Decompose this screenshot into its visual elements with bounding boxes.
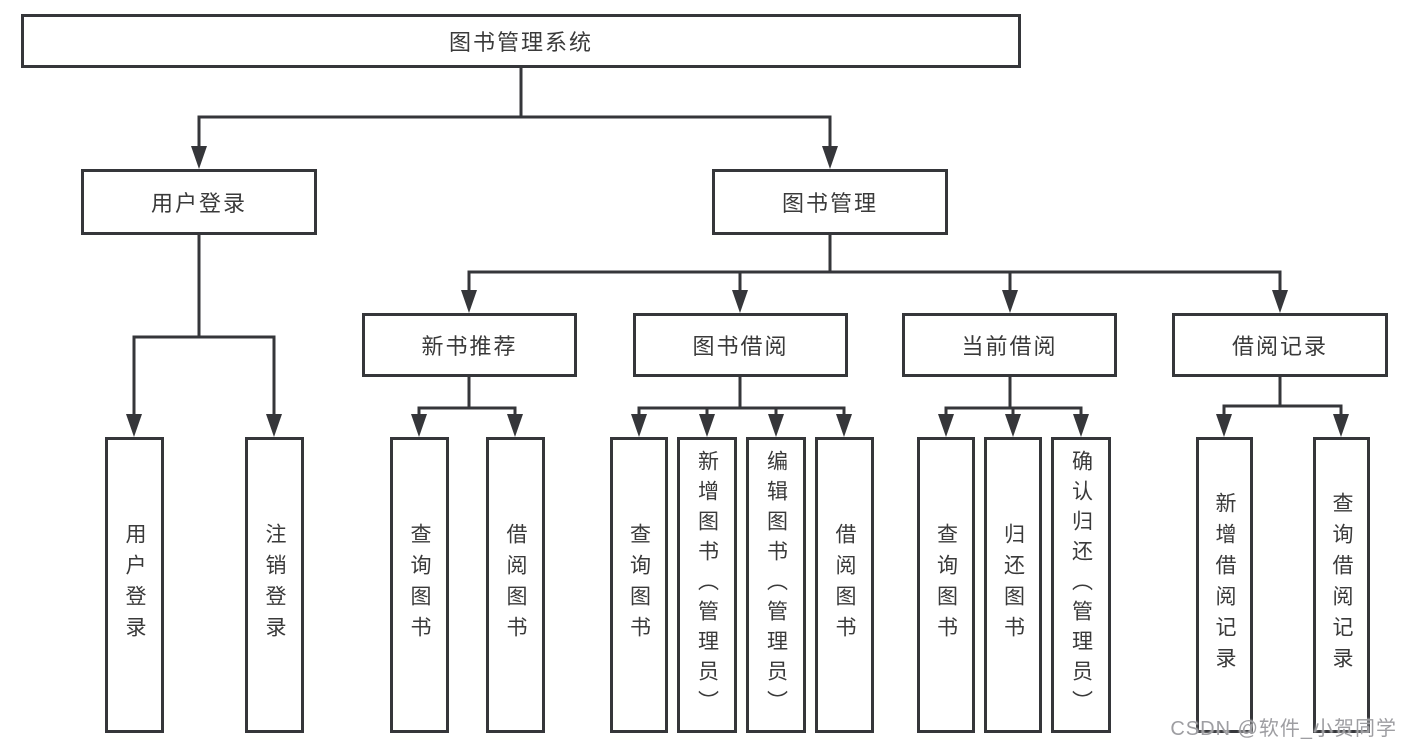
node-book-management-label: 图书管理 [781, 191, 878, 216]
leaf-return-book: 归还图书 [984, 437, 1042, 733]
leaf-user-login: 用户登录 [105, 437, 164, 733]
arrow-icon [836, 414, 852, 437]
node-user-login: 用户登录 [81, 169, 317, 235]
connector-user-login [132, 233, 276, 418]
node-new-book-recommend: 新书推荐 [362, 313, 577, 377]
connector-book-borrow [637, 375, 846, 418]
csdn-watermark: CSDN @软件_小贺同学 [1170, 718, 1397, 740]
arrow-icon [938, 414, 954, 437]
arrow-icon [768, 414, 784, 437]
node-book-borrow: 图书借阅 [633, 313, 848, 377]
node-borrow-records-label: 借阅记录 [1231, 334, 1328, 359]
arrow-icon [631, 414, 647, 437]
leaf-query-borrow-record: 查询借阅记录 [1313, 437, 1370, 733]
leaf-query-book-current-label: 查询图书 [934, 523, 958, 647]
node-library-system: 图书管理系统 [21, 14, 1021, 68]
node-new-book-recommend-label: 新书推荐 [421, 334, 518, 359]
arrowheads [126, 146, 1349, 437]
connector-borrow-records [1222, 375, 1343, 418]
arrow-icon [1333, 414, 1349, 437]
arrow-icon [1272, 290, 1288, 313]
arrow-icon [126, 414, 142, 437]
leaf-query-book-current: 查询图书 [917, 437, 975, 733]
arrow-icon [1002, 290, 1018, 313]
arrow-icon [507, 414, 523, 437]
node-user-login-label: 用户登录 [150, 191, 247, 216]
connector-root [197, 66, 832, 150]
leaf-borrow-book: 借阅图书 [815, 437, 874, 733]
leaf-edit-book-admin-label: 编辑图书（管理员） [764, 450, 788, 720]
arrow-icon [1005, 414, 1021, 437]
node-library-system-label: 图书管理系统 [448, 30, 593, 55]
leaf-add-book-admin: 新增图书（管理员） [677, 437, 737, 733]
leaf-add-book-admin-label: 新增图书（管理员） [695, 450, 719, 720]
arrow-icon [732, 290, 748, 313]
connector-book-management [467, 233, 1282, 294]
leaf-add-borrow-record-label: 新增借阅记录 [1213, 492, 1236, 678]
node-current-borrow: 当前借阅 [902, 313, 1117, 377]
leaf-query-book-recommend: 查询图书 [390, 437, 449, 733]
arrow-icon [699, 414, 715, 437]
leaf-borrow-book-label: 借阅图书 [833, 523, 856, 647]
node-current-borrow-label: 当前借阅 [961, 334, 1058, 359]
node-borrow-records: 借阅记录 [1172, 313, 1388, 377]
leaf-query-book-borrow: 查询图书 [610, 437, 668, 733]
arrow-icon [461, 290, 477, 313]
arrow-icon [1216, 414, 1232, 437]
arrow-icon [191, 146, 207, 169]
arrow-icon [266, 414, 282, 437]
leaf-query-borrow-record-label: 查询借阅记录 [1330, 492, 1353, 678]
leaf-logout: 注销登录 [245, 437, 304, 733]
leaf-confirm-return-admin-label: 确认归还（管理员） [1069, 450, 1093, 720]
leaf-add-borrow-record: 新增借阅记录 [1196, 437, 1253, 733]
leaf-query-book-recommend-label: 查询图书 [408, 523, 431, 647]
node-book-borrow-label: 图书借阅 [692, 334, 789, 359]
connector-new-book-recommend [417, 375, 517, 418]
leaf-edit-book-admin: 编辑图书（管理员） [746, 437, 806, 733]
leaf-user-login-label: 用户登录 [123, 523, 146, 647]
arrow-icon [411, 414, 427, 437]
connector-current-borrow [944, 375, 1083, 418]
leaf-confirm-return-admin: 确认归还（管理员） [1051, 437, 1111, 733]
leaf-return-book-label: 归还图书 [1001, 523, 1025, 647]
leaf-borrow-book-recommend-label: 借阅图书 [504, 523, 527, 647]
leaf-query-book-borrow-label: 查询图书 [627, 523, 651, 647]
leaf-logout-label: 注销登录 [263, 523, 286, 647]
node-book-management: 图书管理 [712, 169, 948, 235]
arrow-icon [1073, 414, 1089, 437]
leaf-borrow-book-recommend: 借阅图书 [486, 437, 545, 733]
arrow-icon [822, 146, 838, 169]
